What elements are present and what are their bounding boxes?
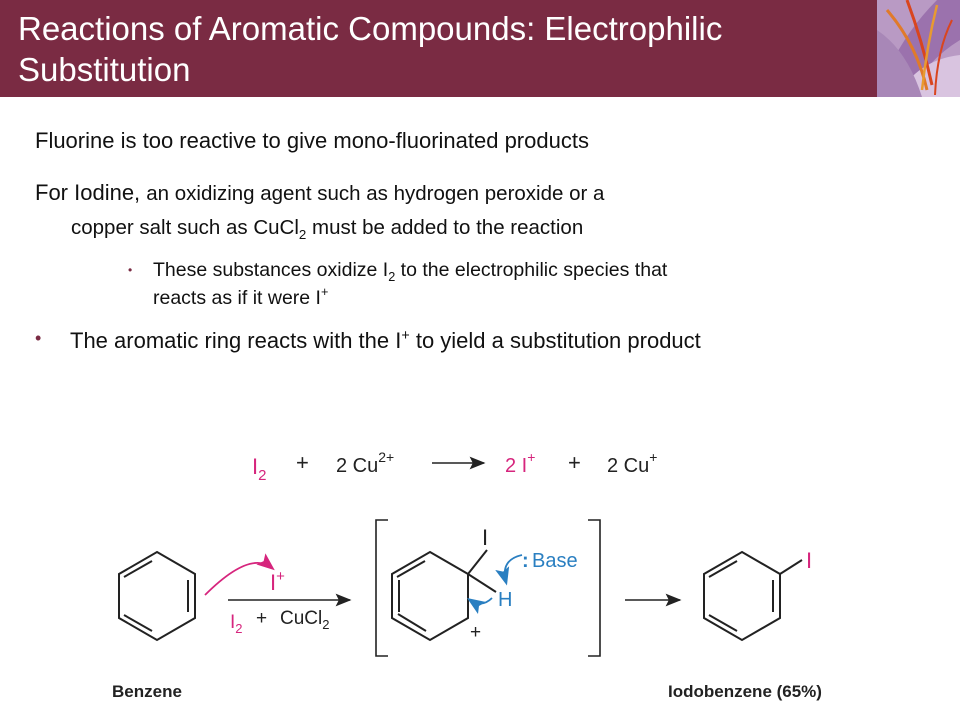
bullet-a: The aromatic ring reacts with the I [70,328,402,353]
sub-bullet-oxidize: • These substances oxidize I2 to the ele… [128,256,908,312]
bullet-b: to yield a substitution product [409,328,701,353]
bond-c-h [467,573,497,593]
flower-illustration [877,0,960,97]
curved-arrow-attack [204,553,275,596]
eq-iplus: 2 I+ [505,449,535,477]
intermediate-charge: + [470,622,481,643]
iodine-line-2: copper salt such as CuCl2 must be added … [35,211,895,245]
sub-bullet-sup: + [320,285,329,299]
sub-bullet-a: These substances oxidize I [153,259,389,281]
bracket-right [588,519,601,657]
sigma-complex-ring [391,550,469,642]
curved-arrow-bond [467,597,493,614]
eq-cuplus: 2 Cu+ [607,449,657,477]
iodine-lead: For Iodine, [35,180,147,205]
iodine-text-c: must be added to the reaction [306,216,584,239]
title-bar: Reactions of Aromatic Compounds: Electro… [0,0,877,97]
bond-c-i [467,549,488,575]
reagent-plus: + [256,608,267,629]
sub-bullet-sub: 2 [388,270,396,284]
paragraph-fluorine: Fluorine is too reactive to give mono-fl… [35,128,589,153]
intermediate-h: H [498,589,512,611]
curved-arrow-base [495,554,523,586]
eq-i2: I2 [252,454,266,484]
iodobenzene-ring [703,550,803,642]
reagent-cucl2: CuCl2 [280,608,329,632]
iodine-sub: 2 [298,227,307,242]
product-iodine: I [806,548,812,573]
iodine-text-a: an oxidizing agent such as hydrogen pero… [146,182,605,205]
iodine-text-b: copper salt such as CuCl [71,216,299,239]
bullet-text: The aromatic ring reacts with the I+ to … [35,328,935,354]
label-iodobenzene: Iodobenzene (65%) [668,682,822,701]
eq-plus-1: + [296,450,309,475]
sub-bullet-text: These substances oxidize I2 to the elect… [128,256,908,312]
flower-image [877,0,960,97]
eq-plus-2: + [568,450,581,475]
base-label: Base [532,550,578,572]
eq-cu2: 2 Cu2+ [336,449,394,477]
label-benzene: Benzene [112,682,182,701]
bullet-dot: • [128,263,133,277]
reagent-i2: I2 [230,612,243,636]
bullet-dot: • [35,328,42,348]
paragraph-iodine: For Iodine, an oxidizing agent such as h… [35,176,895,245]
electrophile-label: I+ [270,568,285,595]
bullet-sup: + [401,328,410,344]
intermediate-iodine: I [482,525,488,550]
sub-bullet-b: to the electrophilic species that [395,259,668,281]
base-lone-pair: : [522,550,529,572]
oxidation-equation: I2 + 2 Cu2+ 2 I+ + 2 Cu+ [252,449,657,484]
bullet-aromatic-ring: • The aromatic ring reacts with the I+ t… [35,328,935,354]
slide-title: Reactions of Aromatic Compounds: Electro… [18,10,723,88]
sub-bullet-c: reacts as if it were I [153,287,321,309]
benzene-ring [118,550,196,642]
sigma-double-bond [397,613,427,632]
bracket-left [375,519,388,657]
